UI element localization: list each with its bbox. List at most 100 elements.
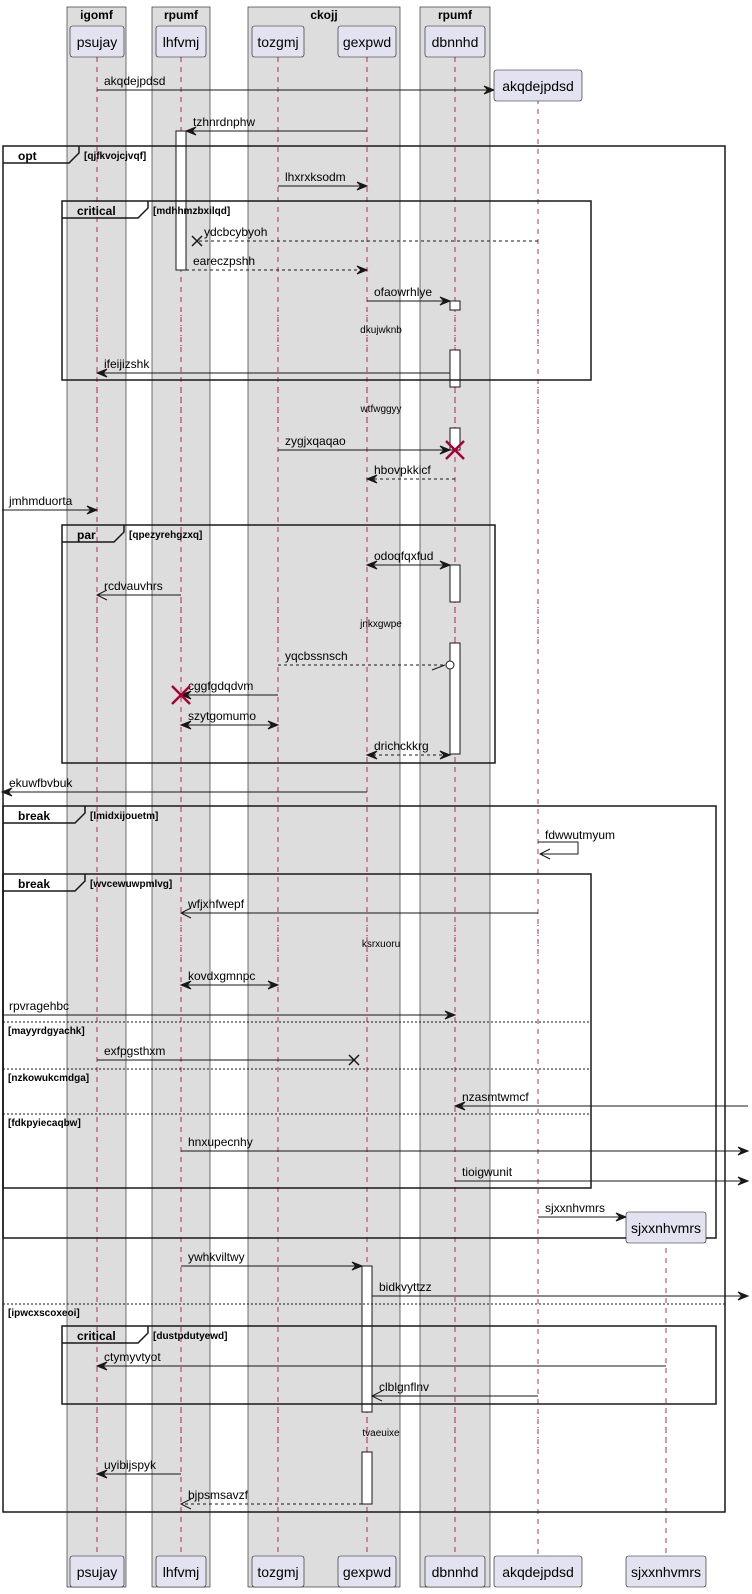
fragment-guard: [lmidxijouetm]	[90, 811, 158, 822]
activation-bar	[361, 1265, 373, 1413]
async-circle	[445, 660, 455, 670]
message: kovdxgmnpc	[181, 969, 278, 986]
message: ctymyvtyot	[97, 1350, 666, 1367]
message: ekuwfbvbuk	[2, 776, 367, 793]
delay-label: tvaeuixe	[362, 1428, 400, 1439]
message-label: szytgomumo	[188, 709, 256, 723]
arrowhead	[351, 1261, 364, 1271]
message-label: ifeijizshk	[104, 357, 150, 371]
lost-message-x	[191, 235, 203, 247]
message-label: kovdxgmnpc	[188, 969, 255, 983]
fragment-tab	[3, 806, 86, 824]
message-label: uyibijspyk	[104, 1458, 157, 1472]
message: clblgnflnv	[372, 1380, 538, 1397]
fragment-else-guard: [fdkpyiecaqbw]	[8, 1118, 81, 1129]
delay-label: wtfwggyy	[359, 404, 401, 415]
message-label: rcdvauvhrs	[104, 579, 163, 593]
delay-label: ksrxuoru	[362, 939, 400, 950]
participant-gexpwd	[337, 25, 397, 58]
participant-group-title: igomf	[80, 8, 114, 22]
participant-label: dbnnhd	[432, 1564, 479, 1580]
participant-group-box	[247, 6, 401, 1588]
fragment-else-guard: [ipwcxscoxeoi]	[8, 1308, 80, 1319]
arrowhead	[184, 126, 197, 136]
message: uyibijspyk	[97, 1458, 181, 1475]
message-label: sjxxnhvmrs	[545, 1201, 605, 1215]
fragment-operator: critical	[77, 1329, 116, 1343]
participant-sjxxnhvmrs	[625, 1555, 707, 1588]
delay: wtfwggyy	[96, 387, 539, 428]
arrowhead	[365, 560, 378, 570]
arrowhead	[365, 750, 378, 760]
participant-heads: psujaypsujaylhfvmjlhfvmjtozgmjtozgmjgexp…	[69, 25, 707, 1588]
arrowhead	[267, 980, 280, 990]
fragment-critical	[61, 1325, 717, 1405]
message-label: yqcbssnsch	[285, 649, 348, 663]
arrowhead	[737, 1146, 750, 1156]
fragment-guard: [wvcewuwpmlvg]	[90, 879, 172, 890]
fragment-operator: opt	[18, 149, 37, 163]
participant-label: tozgmj	[257, 1564, 298, 1580]
fragment-operator: critical	[77, 204, 116, 218]
activation-bar	[449, 300, 461, 311]
message-label: bidkvyttzz	[379, 1280, 432, 1294]
message: sjxxnhvmrs	[538, 1201, 626, 1218]
message: jmhmduorta	[2, 494, 97, 511]
message-label: hnxupecnhy	[188, 1135, 253, 1149]
message-label: eareczpshh	[193, 254, 255, 268]
arrowhead	[737, 1176, 750, 1186]
participant-tozgmj	[251, 25, 305, 58]
delay: jnkxgwpe	[96, 602, 539, 643]
message: lhxrxksodm	[278, 170, 367, 187]
message: odoqfqxfud	[367, 549, 450, 566]
participant-label: tozgmj	[257, 34, 298, 50]
message-label: lhxrxksodm	[285, 170, 346, 184]
message-label: nzasmtwmcf	[462, 1090, 529, 1104]
destroy-icon	[445, 440, 465, 460]
arrowhead	[439, 296, 452, 306]
fragment-operator: par	[77, 528, 96, 542]
message: hbovpkkicf	[367, 463, 455, 480]
arrowhead	[453, 1101, 466, 1111]
delay: ksrxuoru	[96, 925, 539, 965]
activation-bar	[449, 349, 461, 388]
participant-gexpwd	[337, 1555, 397, 1588]
fragment-guard: [qjfkvojcjvqf]	[84, 151, 146, 162]
message: ifeijizshk	[97, 357, 450, 374]
message-label: clblgnflnv	[379, 1380, 429, 1394]
fragment-tab	[62, 1326, 149, 1344]
message-label: rpvragehbc	[9, 999, 69, 1013]
message: ywhkviltwy	[181, 1250, 362, 1267]
message: wfjxhfwepf	[181, 897, 538, 914]
fragment-tab	[3, 874, 86, 892]
activation-bar	[449, 564, 461, 603]
arrowhead	[444, 1010, 457, 1020]
message-label: akqdejpdsd	[104, 74, 165, 88]
message: yqcbssnsch	[278, 649, 455, 671]
message: cggfgdqdvm	[181, 679, 278, 696]
message-label: zygjxqaqao	[285, 434, 346, 448]
message-label: hbovpkkicf	[374, 463, 431, 477]
message: ofaowrhlye	[367, 285, 450, 302]
participant-lhfvmj	[155, 25, 207, 58]
participant-lhfvmj	[155, 1555, 207, 1588]
participant-group-title: rpumf	[438, 8, 473, 22]
participant-tozgmj	[251, 1555, 305, 1588]
message-label: exfpgsthxm	[104, 1044, 165, 1058]
message: bjpsmsavzf	[181, 1488, 362, 1505]
participant-sjxxnhvmrs	[625, 1211, 707, 1244]
message: rcdvauvhrs	[97, 579, 181, 596]
message: hnxupecnhy	[181, 1135, 748, 1152]
message-label: ekuwfbvbuk	[9, 776, 73, 790]
message: tzhnrdnphw	[186, 115, 367, 132]
participant-dbnnhd	[424, 1555, 486, 1588]
arrowhead	[0, 787, 13, 797]
message: rpvragehbc	[2, 999, 455, 1016]
delay: dkujwknb	[96, 310, 539, 350]
fragment-guard: [dustpdutyewd]	[153, 1331, 227, 1342]
arrowhead	[615, 1212, 628, 1222]
message-label: tioigwunit	[462, 1165, 513, 1179]
participant-label: dbnnhd	[432, 34, 479, 50]
arrowhead	[95, 368, 108, 378]
message-label: ydcbcybyoh	[204, 225, 267, 239]
